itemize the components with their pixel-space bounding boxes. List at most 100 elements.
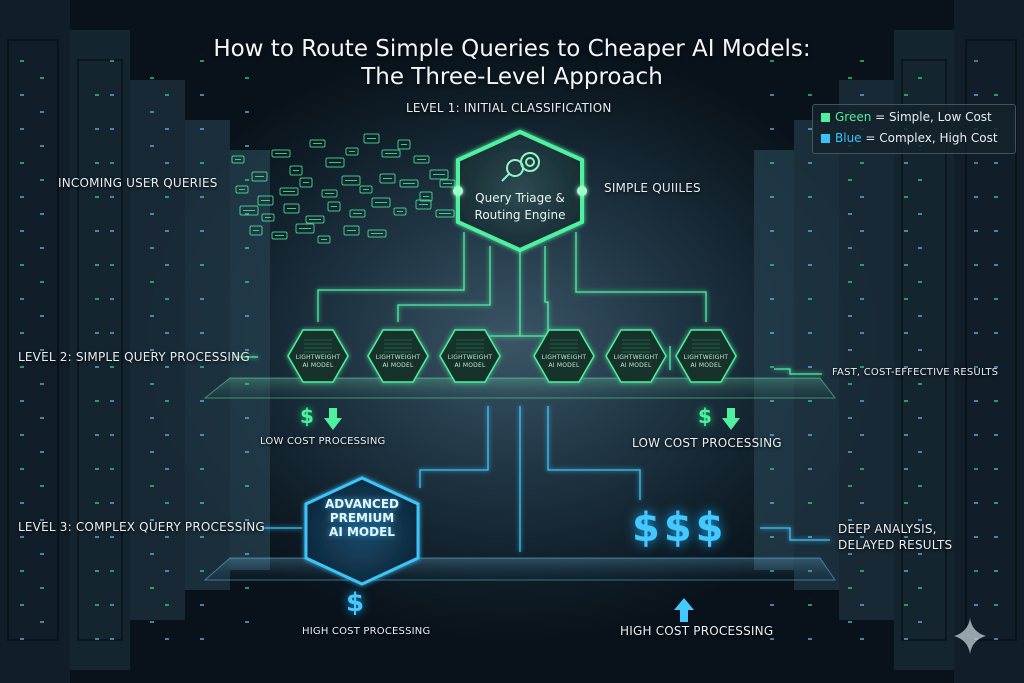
server-light (200, 230, 204, 232)
server-light (200, 264, 204, 266)
level2-label: LEVEL 2: SIMPLE QUERY PROCESSING (18, 350, 250, 364)
legend: Green = Simple, Low Cost Blue = Complex,… (812, 104, 1016, 154)
server-light (165, 502, 169, 504)
server-light (770, 468, 774, 470)
high-cost-dollar: $ (346, 588, 365, 618)
server-light (918, 519, 922, 521)
incoming-queries-label: INCOMING USER QUERIES (58, 176, 218, 190)
server-light (200, 162, 204, 164)
server-light (848, 451, 852, 453)
message-icon (359, 185, 373, 194)
server-light (20, 230, 24, 232)
server-light (165, 536, 169, 538)
server-light (110, 60, 114, 62)
server-light (974, 264, 978, 266)
server-light (150, 417, 154, 419)
low-cost-dollar-left: $ (300, 404, 314, 428)
lightweight-model-label-line-2: AI MODEL (454, 362, 486, 369)
server-light (918, 213, 922, 215)
server-lights (20, 60, 998, 640)
server-light (20, 332, 24, 334)
server-light (808, 128, 812, 130)
server-light (165, 434, 169, 436)
server-light (20, 502, 24, 504)
hub-line-1: Query Triage & (475, 191, 565, 205)
message-icon (415, 199, 432, 210)
server-light (808, 298, 812, 300)
server-light (770, 162, 774, 164)
server-light (110, 162, 114, 164)
level3-label: LEVEL 3: COMPLEX QUERY PROCESSING (18, 520, 265, 534)
server-light (808, 502, 812, 504)
lightweight-model-label-line-1: LIGHTWEIGHT (447, 354, 493, 361)
server-light (904, 468, 908, 470)
message-icon (345, 147, 359, 156)
server-light (110, 570, 114, 572)
server-light (974, 400, 978, 402)
lightweight-model-label-line-2: AI MODEL (382, 362, 414, 369)
message-icon (325, 157, 345, 168)
server-light (40, 621, 44, 623)
legend-blue: Blue = Complex, High Cost (821, 131, 998, 145)
lightweight-model-label-line-1: LIGHTWEIGHT (613, 354, 659, 361)
server-light (20, 570, 24, 572)
server-light (904, 366, 908, 368)
server-light (994, 502, 998, 504)
server-light (974, 468, 978, 470)
server-light (918, 485, 922, 487)
server-light (918, 587, 922, 589)
server-light (110, 468, 114, 470)
server-light (808, 94, 812, 96)
server-light (200, 94, 204, 96)
message-icon (317, 235, 331, 244)
server-light (904, 434, 908, 436)
server-light (110, 196, 114, 198)
server-light (770, 400, 774, 402)
server-light (994, 638, 998, 640)
high-cost-right-label: HIGH COST PROCESSING (620, 624, 774, 638)
server-light (20, 162, 24, 164)
server-light (150, 451, 154, 453)
server-light (848, 485, 852, 487)
server-light (860, 60, 864, 62)
server-light (165, 468, 169, 470)
server-light (860, 196, 864, 198)
server-light (40, 451, 44, 453)
lightweight-model-label-line-1: LIGHTWEIGHT (375, 354, 421, 361)
server-light (860, 400, 864, 402)
server-light (974, 434, 978, 436)
server-light (994, 536, 998, 538)
server-light (808, 162, 812, 164)
server-light (40, 77, 44, 79)
server-light (95, 502, 99, 504)
server-light (994, 366, 998, 368)
server-light (20, 366, 24, 368)
server-light (245, 485, 249, 487)
server-light (95, 230, 99, 232)
server-light (770, 332, 774, 334)
server-light (150, 621, 154, 623)
server-light (110, 298, 114, 300)
server-light (848, 553, 852, 555)
server-light (974, 604, 978, 606)
server-light (200, 400, 204, 402)
server-light (808, 332, 812, 334)
server-light (974, 60, 978, 62)
server-light (95, 94, 99, 96)
lightweight-model-label-line-1: LIGHTWEIGHT (683, 354, 729, 361)
server-light (974, 230, 978, 232)
server-light (110, 332, 114, 334)
lightweight-model-label-line-2: AI MODEL (302, 362, 334, 369)
server-light (918, 451, 922, 453)
server-light (904, 298, 908, 300)
server-light (860, 230, 864, 232)
message-icon (235, 185, 249, 194)
message-icon (397, 139, 411, 150)
server-light (770, 196, 774, 198)
message-icon (251, 171, 268, 182)
server-light (110, 128, 114, 130)
server-light (860, 638, 864, 640)
server-light (994, 468, 998, 470)
server-light (150, 519, 154, 521)
